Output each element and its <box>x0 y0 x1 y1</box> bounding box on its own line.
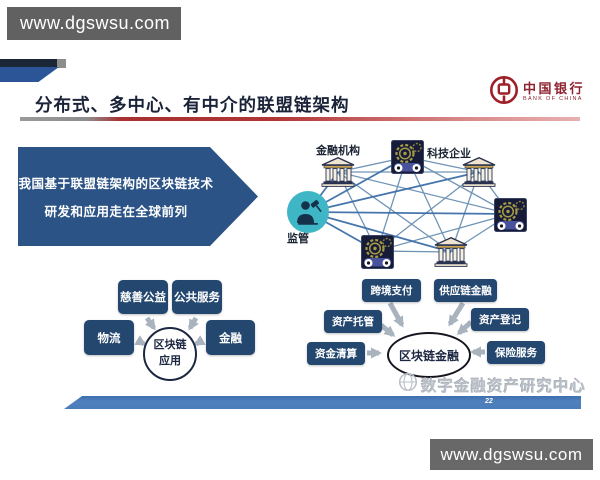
title-underline <box>20 117 580 121</box>
bank-node-icon <box>434 236 468 272</box>
bank-of-china-emblem-icon <box>489 75 519 110</box>
callout-arrow: 我国基于联盟链架构的区块链技术 研发和应用走在全球前列 <box>18 147 258 246</box>
corner-blue-parallelogram <box>0 67 59 82</box>
app-box-finance: 金融 <box>206 320 255 355</box>
slide-title: 分布式、多中心、有中介的联盟链架构 <box>35 95 350 115</box>
corner-dark-bar <box>0 59 57 67</box>
app-box-charity: 慈善公益 <box>118 280 168 314</box>
gear-node-icon <box>494 198 527 237</box>
gear-node-icon <box>391 140 424 179</box>
label-regulator: 监管 <box>287 233 309 245</box>
app-box-public-service: 公共服务 <box>172 280 222 314</box>
app-box-logistics: 物流 <box>84 320 134 355</box>
site-url-text: www.dgswsu.com <box>20 13 171 33</box>
fin-box-asset-registration: 资产登记 <box>471 308 529 331</box>
fin-box-fund-clearing: 资金清算 <box>307 342 365 365</box>
site-watermark-top: www.dgswsu.com <box>7 7 181 40</box>
research-center-watermark: 数字金融资产研究中心 <box>398 372 586 397</box>
bank-of-china-name: 中国银行 BANK OF CHINA <box>523 82 585 103</box>
research-center-watermark-text: 数字金融资产研究中心 <box>421 377 587 395</box>
hub-circle-line2: 应用 <box>159 355 181 367</box>
page-number: 22 <box>485 398 493 405</box>
gear-node-icon <box>361 235 394 274</box>
bank-of-china-logo: 中国银行 BANK OF CHINA <box>489 72 589 112</box>
label-financial-institutions: 金融机构 <box>316 145 360 157</box>
slide-footer-bar: 22 <box>64 396 581 409</box>
fin-box-supplychain-finance: 供应链金融 <box>434 279 497 302</box>
fin-box-insurance-services: 保险服务 <box>487 341 545 364</box>
hub-circle-line1: 区块链 <box>153 339 187 352</box>
site-url-text: www.dgswsu.com <box>440 444 583 464</box>
callout-text-line1: 我国基于联盟链架构的区块链技术 <box>18 177 214 191</box>
bank-name-chinese: 中国银行 <box>523 80 586 96</box>
hub-blockchain-applications: 区块链 应用 <box>143 327 197 381</box>
fin-box-asset-custody: 资产托管 <box>324 310 382 333</box>
bank-name-english: BANK OF CHINA <box>523 96 583 102</box>
bank-node-icon <box>462 156 496 192</box>
fin-box-crossborder-payment: 跨境支付 <box>362 279 421 302</box>
globe-icon <box>398 372 418 397</box>
callout-text-line2: 研发和应用走在全球前列 <box>44 205 188 219</box>
regulator-icon <box>286 190 330 239</box>
corner-gray-square <box>57 59 66 68</box>
site-watermark-bottom: www.dgswsu.com <box>430 439 593 470</box>
bank-node-icon <box>321 156 355 192</box>
hub-blockchain-finance: 区块链金融 <box>387 332 471 378</box>
